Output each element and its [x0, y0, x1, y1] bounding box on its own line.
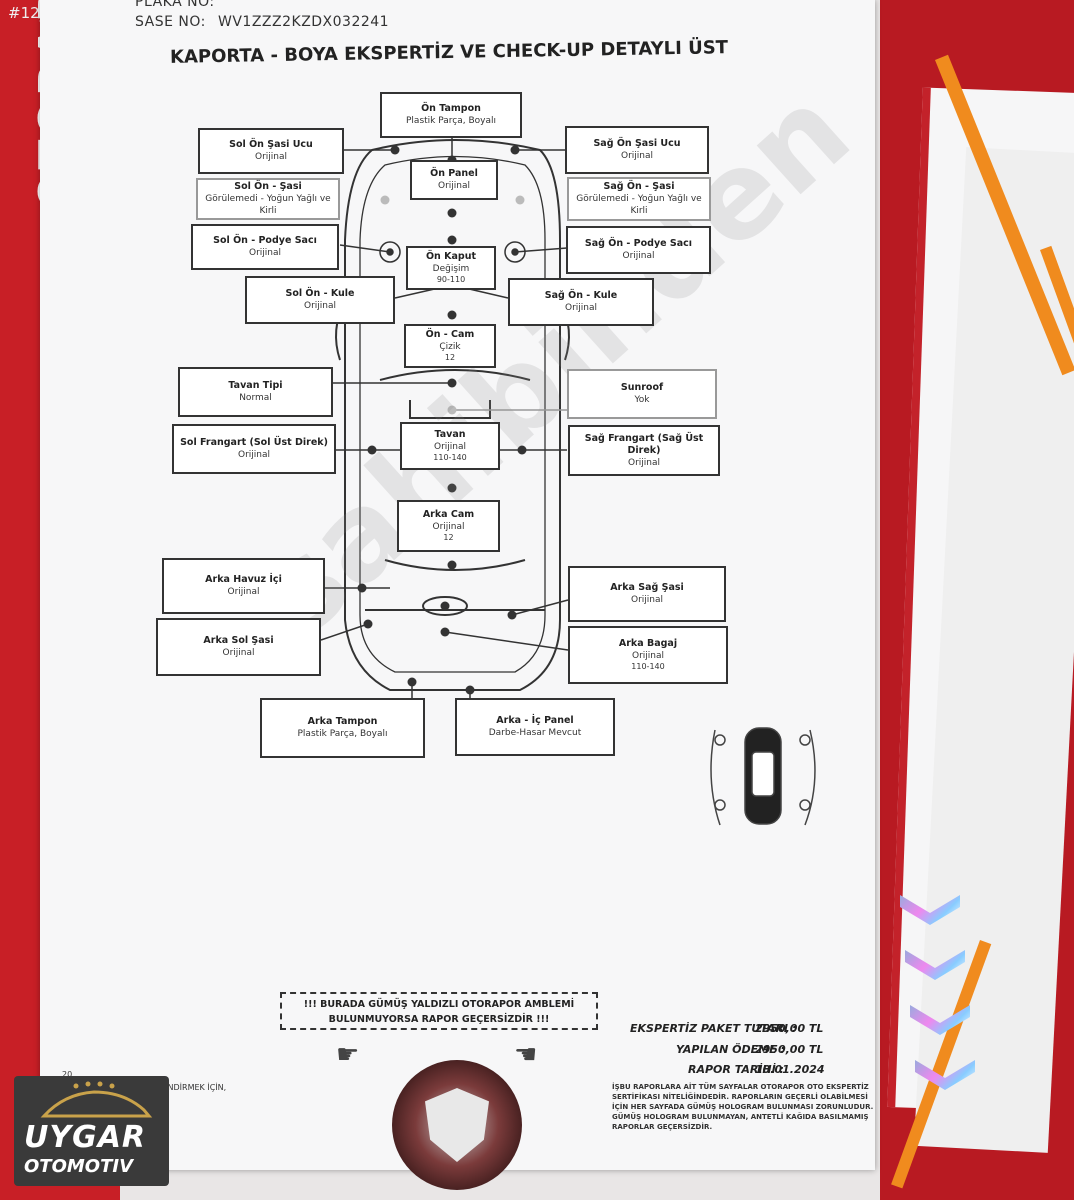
part-status: Değişim [432, 264, 470, 274]
part-name: Sol Frangart (Sol Üst Direk) [180, 437, 328, 448]
part-status: Orijinal [620, 151, 653, 161]
part-name: Ön Kaput [425, 251, 477, 262]
part-status: Orijinal [627, 457, 660, 468]
part-status: Orijinal [254, 152, 287, 162]
part-sag-on-sasi: Sağ Ön - Şasi Görülemedi - Yoğun Yağlı v… [567, 177, 711, 221]
part-status: Orijinal [248, 248, 281, 258]
plaka-label: PLAKA NO: [135, 0, 215, 10]
pointing-hand-icon: ☛ [336, 1040, 360, 1070]
dealer-logo: UYGAR OTOMOTIV [14, 1076, 169, 1186]
part-status: Plastik Parça, Boyalı [297, 729, 388, 739]
part-sag-on-kule: Sağ Ön - Kule Orijinal [508, 278, 654, 326]
part-name: Ön Panel [430, 168, 478, 179]
part-status: Yok [634, 395, 650, 405]
part-tavan-tipi: Tavan Tipi Normal [178, 367, 333, 417]
part-status: Orijinal [222, 648, 255, 658]
part-arka-sag-sasi: Arka Sağ Şasi Orijinal [568, 566, 726, 622]
part-name: Arka Sol Şasi [203, 635, 274, 646]
car-logo-icon [40, 1081, 153, 1118]
part-on-tampon: Ön Tampon Plastik Parça, Boyalı [380, 92, 522, 138]
part-name: Arka Bagaj [618, 638, 678, 649]
part-status: Orijinal [227, 587, 260, 597]
part-status: Darbe-Hasar Mevcut [488, 728, 582, 738]
part-sag-on-podye: Sağ Ön - Podye Sacı Orijinal [566, 226, 711, 274]
logo-line-2: OTOMOTIV [24, 1156, 134, 1177]
part-name: Sol Ön Şasi Ucu [229, 139, 313, 150]
part-name: Arka - İç Panel [496, 715, 574, 726]
part-arka-cam: Arka Cam Orijinal 12 [397, 500, 500, 552]
part-status: Görülemedi - Yoğun Yağlı ve Kirli [205, 194, 331, 216]
part-status: Görülemedi - Yoğun Yağlı ve Kirli [576, 194, 702, 216]
tarih-label: RAPOR TARİHİ : [688, 1063, 784, 1076]
part-name: Sol Ön - Kule [285, 288, 355, 299]
part-arka-tampon: Arka Tampon Plastik Parça, Boyalı [260, 698, 425, 758]
paket-label: EKSPERTİZ PAKET TUTARI : [630, 1022, 797, 1035]
paket-value: 2950,00 TL [755, 1022, 824, 1035]
part-name: Arka Cam [422, 509, 475, 520]
part-status: Orijinal [432, 522, 465, 532]
part-tavan: Tavan Orijinal 110-140 [400, 422, 500, 470]
part-name: Ön - Cam [425, 329, 475, 340]
part-thickness: 110-140 [631, 662, 665, 671]
part-status: Orijinal [237, 450, 270, 460]
part-on-panel: Ön Panel Orijinal [410, 160, 498, 200]
sase-label: SASE NO: [135, 14, 206, 30]
logo-line-1: UYGAR [24, 1120, 147, 1155]
pointing-hand-icon: ☚ [514, 1040, 538, 1070]
part-status: Çizik [439, 342, 461, 352]
part-sag-frangart: Sağ Frangart (Sağ Üst Direk) Orijinal [568, 425, 720, 476]
part-name: Arka Tampon [307, 716, 378, 727]
part-sol-on-podye: Sol Ön - Podye Sacı Orijinal [191, 224, 339, 270]
part-name: Sol Ön - Podye Sacı [213, 235, 317, 246]
part-sol-on-sasi: Sol Ön - Şasi Görülemedi - Yoğun Yağlı v… [196, 178, 340, 220]
tarih-value: 10.01.2024 [755, 1063, 825, 1076]
part-sol-on-kule: Sol Ön - Kule Orijinal [245, 276, 395, 324]
warning-line-2: BULUNMUYORSA RAPOR GEÇERSİZDİR !!! [328, 1014, 550, 1025]
part-status: Orijinal [631, 651, 664, 661]
part-on-cam: Ön - Cam Çizik 12 [404, 324, 496, 368]
part-name: Tavan Tipi [228, 380, 283, 391]
part-arka-bagaj: Arka Bagaj Orijinal 110-140 [568, 626, 728, 684]
part-name: Sağ Frangart (Sağ Üst Direk) [584, 432, 704, 456]
sase-value: WV1ZZZ2KZDX032241 [218, 14, 390, 30]
part-name: Tavan [434, 429, 466, 440]
part-name: Sağ Ön - Kule [544, 290, 618, 301]
warning-line-1: !!! BURADA GÜMÜŞ YALDIZLI OTORAPOR AMBLE… [303, 999, 575, 1010]
odeme-value: 2950,00 TL [755, 1043, 824, 1056]
part-thickness: 90-110 [436, 275, 466, 284]
part-status: Orijinal [433, 442, 466, 452]
part-name: Sol Ön - Şasi [234, 181, 302, 192]
part-name: Sunroof [620, 382, 664, 393]
part-sol-on-sasi-ucu: Sol Ön Şasi Ucu Orijinal [198, 128, 344, 174]
part-status: Plastik Parça, Boyalı [406, 116, 496, 126]
part-status: Orijinal [437, 181, 470, 191]
part-on-kaput: Ön Kaput Değişim 90-110 [406, 246, 496, 290]
odeme-label: YAPILAN ÖDEME : [676, 1043, 785, 1056]
part-status: Orijinal [303, 301, 336, 311]
part-thickness: 12 [444, 353, 456, 362]
part-thickness: 110-140 [433, 453, 467, 462]
part-arka-ic-panel: Arka - İç Panel Darbe-Hasar Mevcut [455, 698, 615, 756]
part-sunroof: Sunroof Yok [567, 369, 717, 419]
part-status: Orijinal [630, 595, 663, 605]
part-status: Normal [239, 393, 272, 403]
part-name: Arka Havuz İçi [205, 574, 282, 585]
part-status: Orijinal [622, 251, 655, 261]
part-name: Ön Tampon [421, 103, 481, 114]
part-name: Sağ Ön - Podye Sacı [584, 238, 693, 249]
part-sol-frangart: Sol Frangart (Sol Üst Direk) Orijinal [172, 424, 336, 474]
part-status: Orijinal [564, 303, 597, 313]
fine-print: İŞBU RAPORLARA AİT TÜM SAYFALAR OTORAPOR… [612, 1083, 874, 1131]
part-name: Sağ Ön Şasi Ucu [593, 138, 681, 149]
part-arka-havuz-ici: Arka Havuz İçi Orijinal [162, 558, 325, 614]
part-name: Arka Sağ Şasi [610, 582, 684, 593]
part-arka-sol-sasi: Arka Sol Şasi Orijinal [156, 618, 321, 676]
hologram-warning: !!! BURADA GÜMÜŞ YALDIZLI OTORAPOR AMBLE… [280, 992, 598, 1030]
part-name: Sağ Ön - Şasi [603, 181, 675, 192]
part-thickness: 12 [443, 533, 454, 542]
part-sag-on-sasi-ucu: Sağ Ön Şasi Ucu Orijinal [565, 126, 709, 174]
fine-line: 20 [62, 1070, 73, 1079]
